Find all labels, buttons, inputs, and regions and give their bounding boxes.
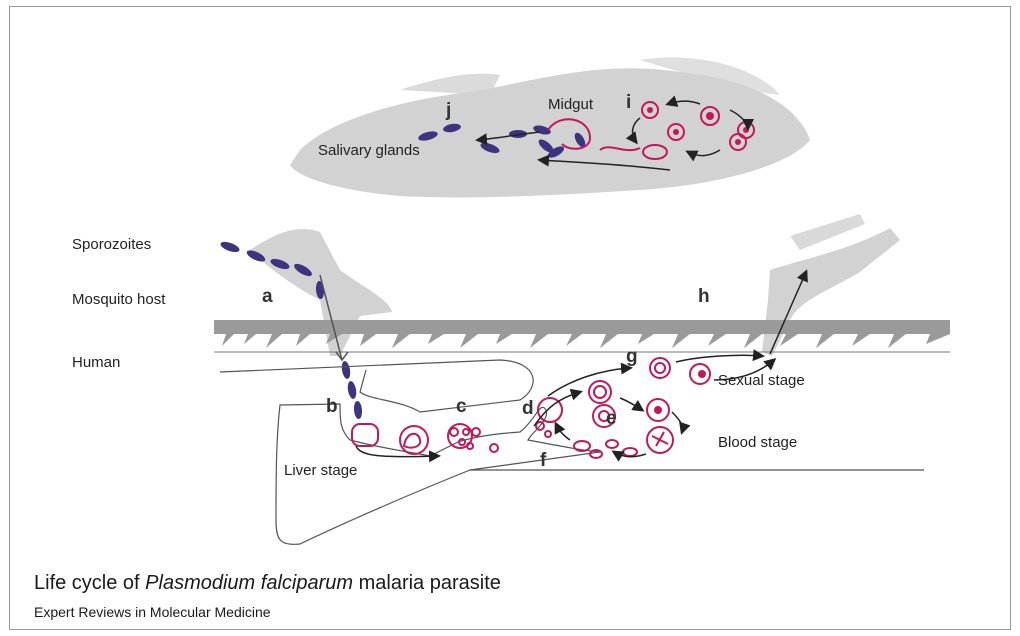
stage-letter-j: j [446,100,451,122]
sexual-stage-label: Sexual stage [718,372,805,389]
blood-stage-nuclei [654,370,706,414]
figure-caption: Life cycle of Plasmodium falciparum mala… [34,572,501,595]
stage-letter-g: g [626,346,638,368]
caption-prefix: Life cycle of [34,572,145,594]
stage-letter-d: d [522,398,534,420]
stage-letter-b: b [326,396,338,418]
blood-stage-label: Blood stage [718,434,797,451]
liver-stage-cells [352,424,498,454]
stage-letter-h: h [698,286,710,308]
stage-letter-e: e [606,408,617,430]
midgut-label: Midgut [548,96,593,113]
liver-outline [220,360,924,544]
stage-letter-i: i [626,92,631,114]
stage-letter-a: a [262,286,273,308]
skin-layer [214,320,950,352]
stage-letter-c: c [456,396,467,418]
caption-suffix: malaria parasite [353,572,501,594]
mosquito-host-label: Mosquito host [72,291,165,308]
liver-stage-label: Liver stage [284,462,357,479]
stage-letter-f: f [540,450,546,472]
caption-species: Plasmodium falciparum [145,572,353,594]
human-label: Human [72,354,120,371]
sporozoites-label: Sporozoites [72,236,151,253]
blood-stage-cells [536,358,710,458]
figure-source: Expert Reviews in Molecular Medicine [34,604,271,620]
salivary-glands-label: Salivary glands [318,142,420,159]
